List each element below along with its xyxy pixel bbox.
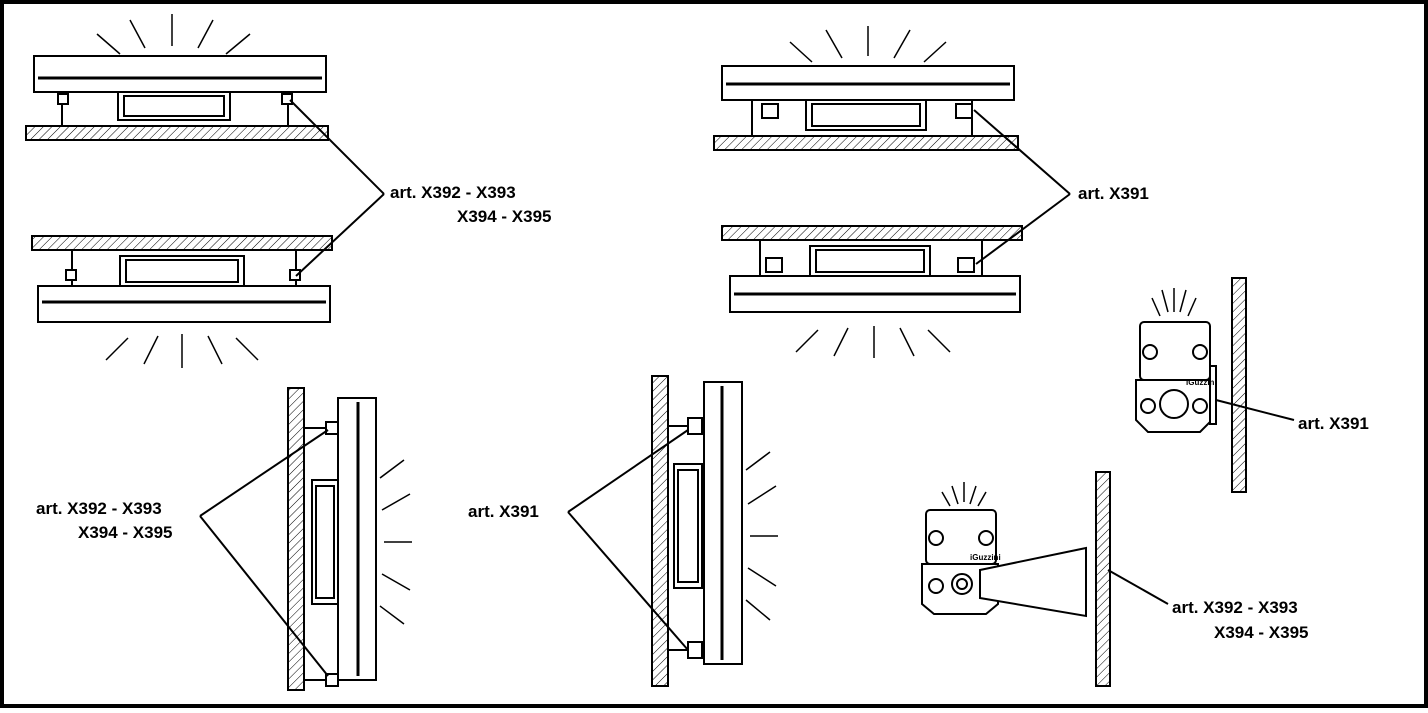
- brand-logo: iGuzzini: [970, 553, 1001, 562]
- fixture-top-left-lower: [31, 235, 333, 368]
- leader-lines-bottom-left: [199, 429, 329, 677]
- fixture-bottom-left-wall: [287, 387, 412, 691]
- label-bottom-right-line2: X394 - X395: [1214, 623, 1309, 642]
- fixture-mid-right-side: [1135, 277, 1247, 493]
- fixture-bottom-right-side: [921, 471, 1111, 687]
- label-bottom-left-line1: art. X392 - X393: [36, 499, 162, 518]
- label-bottom-center: art. X391: [468, 502, 539, 521]
- label-mid-right: art. X391: [1298, 414, 1369, 433]
- fixture-bottom-center-wall: [651, 375, 778, 687]
- fixture-top-left-upper: [25, 14, 329, 141]
- fixture-top-right-upper: [713, 26, 1019, 151]
- leader-lines-top-right: [973, 109, 1071, 265]
- label-bottom-right-line1: art. X392 - X393: [1172, 598, 1298, 617]
- label-top-left-line2: X394 - X395: [457, 207, 552, 226]
- fixture-top-right-lower: [721, 225, 1023, 358]
- leader-line-bottom-right: [1107, 569, 1169, 605]
- ceiling-plate: [31, 235, 333, 251]
- leader-lines-top-left: [289, 99, 385, 277]
- ceiling-plate: [25, 125, 329, 141]
- label-top-right: art. X391: [1078, 184, 1149, 203]
- label-bottom-left-line2: X394 - X395: [78, 523, 173, 542]
- leader-line-mid-right: [1215, 399, 1295, 421]
- label-top-left-line1: art. X392 - X393: [390, 183, 516, 202]
- leader-lines-bottom-center: [567, 429, 689, 651]
- light-rays: [96, 14, 251, 55]
- brand-logo: iGuzzini: [1186, 378, 1217, 387]
